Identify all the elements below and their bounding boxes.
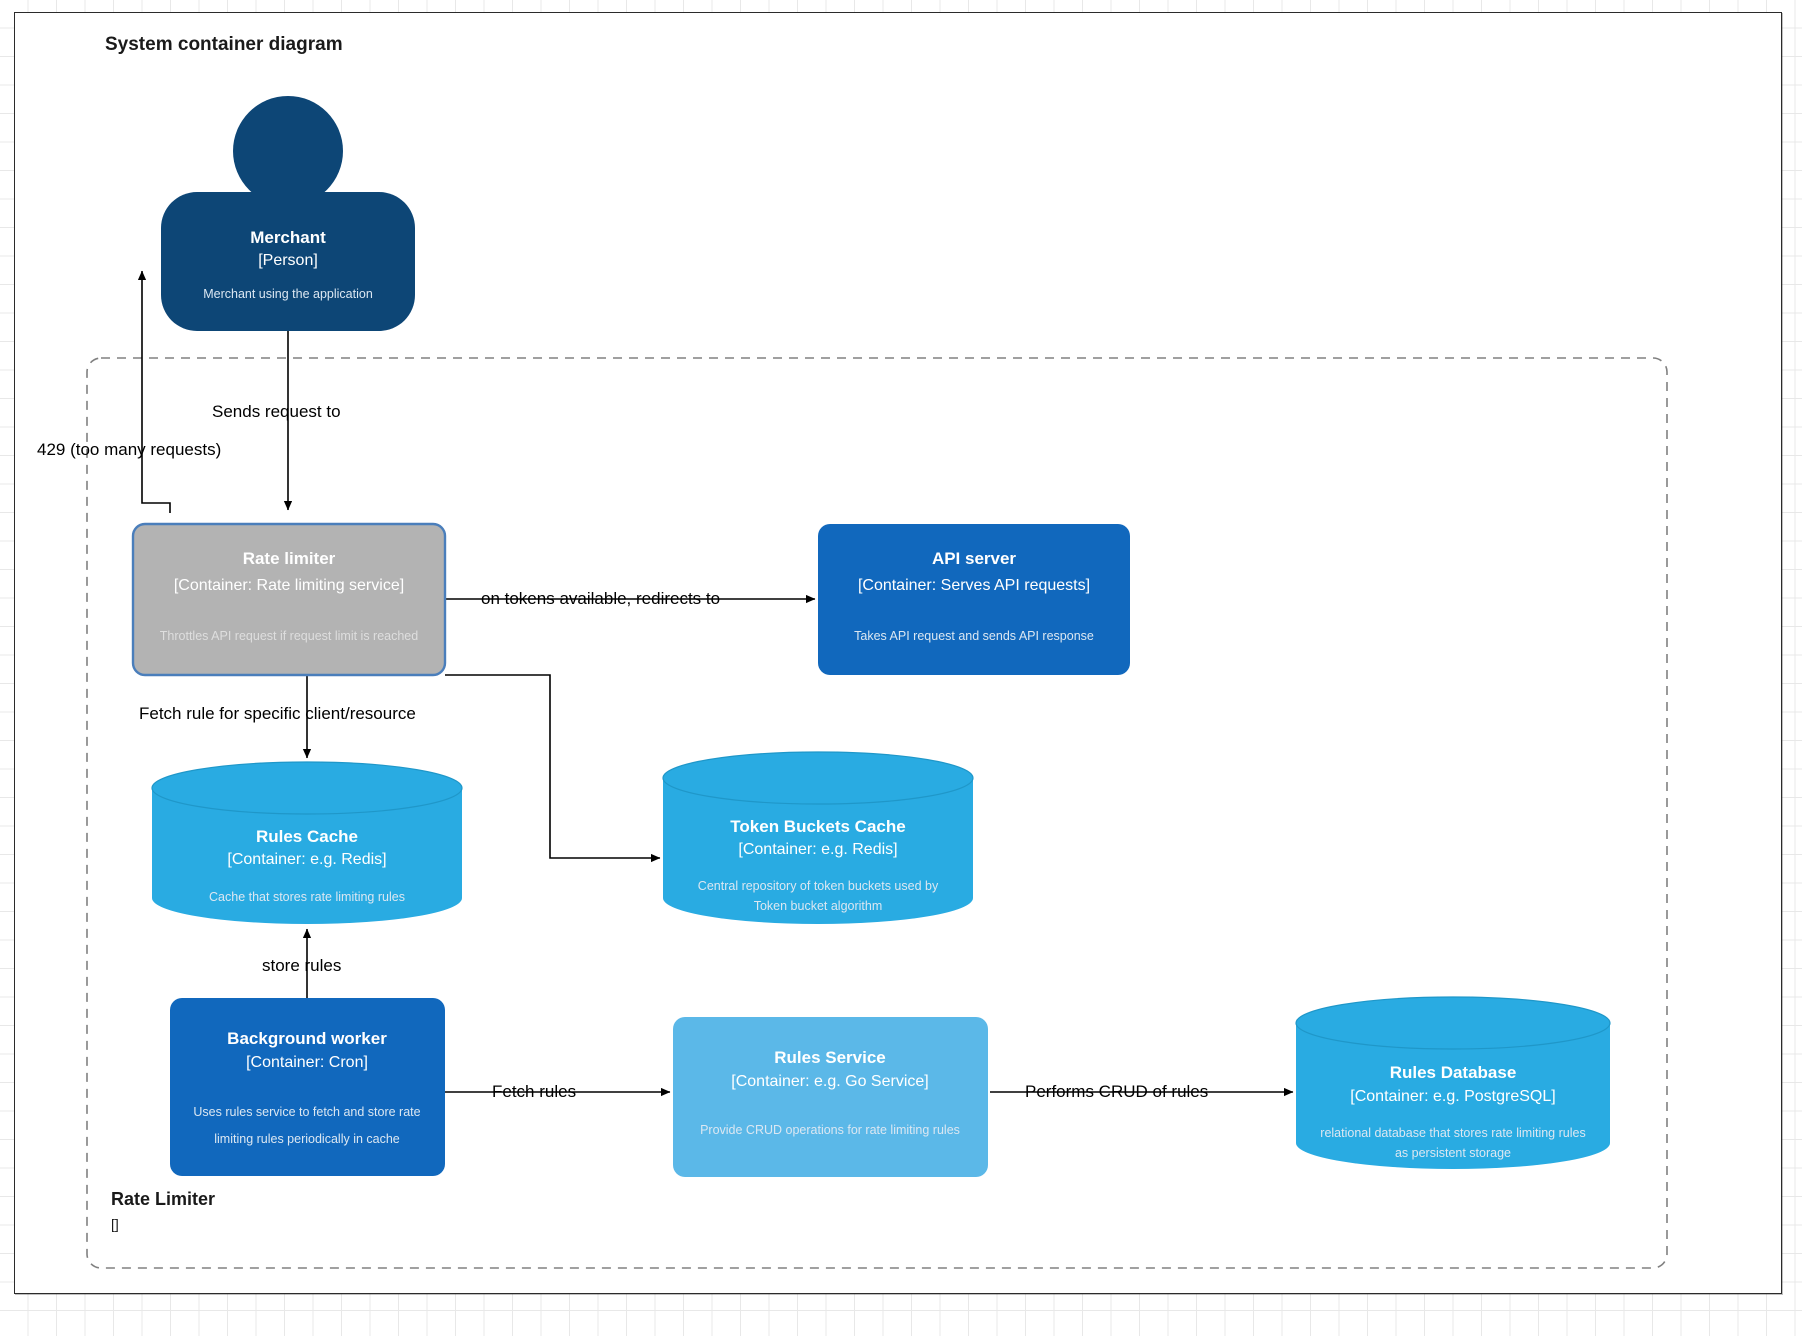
edge-label-sends-request-to: Sends request to — [212, 402, 341, 421]
rules-service-tech: [Container: e.g. Go Service] — [731, 1073, 928, 1090]
token-buckets-cache-body — [663, 778, 973, 924]
rate-limiter-name: Rate limiter — [243, 549, 336, 568]
rules-database-tech: [Container: e.g. PostgreSQL] — [1350, 1088, 1555, 1105]
rate-limiter-tech: [Container: Rate limiting service] — [174, 577, 404, 594]
container-diagram[interactable]: System container diagram Rate Limiter []… — [15, 13, 1781, 1293]
background-worker-description-line1: Uses rules service to fetch and store ra… — [193, 1105, 420, 1119]
edge-label-fetch-rules: Fetch rules — [492, 1082, 576, 1101]
rules-service-name: Rules Service — [774, 1048, 886, 1067]
merchant-name: Merchant — [250, 228, 326, 247]
rules-cache-body — [152, 788, 462, 924]
edge-429-too-many-requests[interactable] — [137, 270, 171, 513]
node-token-buckets-cache[interactable]: Token Buckets Cache [Container: e.g. Red… — [662, 751, 974, 924]
rules-service-description: Provide CRUD operations for rate limitin… — [700, 1123, 960, 1137]
boundary-title: Rate Limiter — [111, 1189, 215, 1209]
boundary-subtitle: [] — [111, 1216, 119, 1232]
token-buckets-cache-description-line1: Central repository of token buckets used… — [698, 879, 939, 893]
rate-limiter-box — [131, 522, 447, 677]
edge-label-performs-crud: Performs CRUD of rules — [1025, 1082, 1208, 1101]
diagram-page[interactable]: System container diagram Rate Limiter []… — [14, 12, 1782, 1294]
rules-cache-description: Cache that stores rate limiting rules — [209, 890, 405, 904]
edge-rate-limiter-to-token-buckets[interactable] — [445, 674, 661, 863]
boundary-rate-limiter[interactable] — [86, 357, 1668, 1269]
node-api-server[interactable]: API server [Container: Serves API reques… — [818, 524, 1130, 675]
node-rules-cache[interactable]: Rules Cache [Container: e.g. Redis] Cach… — [151, 761, 463, 924]
rules-database-description-line2: as persistent storage — [1395, 1146, 1511, 1160]
api-server-description: Takes API request and sends API response — [854, 629, 1094, 643]
page-title: System container diagram — [105, 34, 343, 55]
background-worker-tech: [Container: Cron] — [246, 1054, 368, 1071]
merchant-tech: [Person] — [258, 252, 318, 269]
node-rules-service[interactable]: Rules Service [Container: e.g. Go Servic… — [673, 1017, 988, 1177]
edge-label-429: 429 (too many requests) — [37, 440, 221, 459]
edge-label-fetch-rule: Fetch rule for specific client/resource — [139, 704, 416, 723]
node-merchant[interactable]: Merchant [Person] Merchant using the app… — [161, 96, 415, 331]
edge-label-store-rules: store rules — [262, 956, 341, 975]
rules-service-box — [673, 1017, 988, 1177]
rules-database-top — [1295, 996, 1611, 1050]
api-server-tech: [Container: Serves API requests] — [858, 577, 1090, 594]
merchant-head-icon — [233, 96, 343, 206]
rate-limiter-description: Throttles API request if request limit i… — [160, 629, 418, 643]
background-worker-box — [170, 998, 445, 1176]
token-buckets-cache-top — [662, 751, 974, 805]
rules-database-body — [1296, 1023, 1610, 1169]
merchant-body — [161, 192, 415, 331]
edge-label-redirects-to: on tokens available, redirects to — [481, 589, 720, 608]
node-background-worker[interactable]: Background worker [Container: Cron] Uses… — [170, 998, 445, 1176]
node-rate-limiter[interactable]: Rate limiter [Container: Rate limiting s… — [131, 522, 447, 677]
token-buckets-cache-name: Token Buckets Cache — [730, 817, 905, 836]
node-rules-database[interactable]: Rules Database [Container: e.g. PostgreS… — [1295, 996, 1611, 1169]
background-worker-description-line2: limiting rules periodically in cache — [214, 1132, 400, 1146]
background-worker-name: Background worker — [227, 1029, 387, 1048]
token-buckets-cache-description-line2: Token bucket algorithm — [754, 899, 883, 913]
rules-cache-top — [151, 761, 463, 815]
rules-database-description-line1: relational database that stores rate lim… — [1320, 1126, 1585, 1140]
merchant-description: Merchant using the application — [203, 287, 373, 301]
api-server-name: API server — [932, 549, 1016, 568]
rules-cache-name: Rules Cache — [256, 827, 358, 846]
rules-database-name: Rules Database — [1390, 1063, 1517, 1082]
token-buckets-cache-tech: [Container: e.g. Redis] — [738, 841, 897, 858]
api-server-box — [818, 524, 1130, 675]
rules-cache-tech: [Container: e.g. Redis] — [227, 851, 386, 868]
